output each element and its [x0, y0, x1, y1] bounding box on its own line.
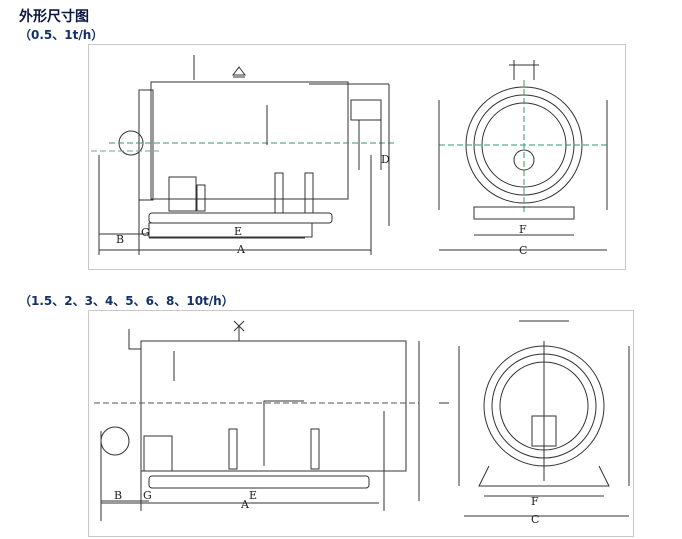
capacity-caption-small: （0.5、1t/h） [19, 28, 104, 42]
boiler-drawing-small: E A B G D F C [91, 55, 609, 257]
drawing-frame-large-boiler: B G E A F C [88, 310, 634, 537]
dim-g: G [143, 489, 152, 502]
capacity-caption-large: （1.5、2、3、4、5、6、8、10t/h） [19, 294, 234, 308]
boiler-drawing-large: B G E A F C [94, 320, 630, 526]
dim-b: B [116, 233, 124, 246]
dim-g: G [141, 226, 150, 239]
dim-b: B [114, 489, 122, 502]
dim-c: C [519, 244, 527, 257]
dim-f: F [531, 495, 539, 508]
dim-c: C [531, 513, 539, 526]
page-title: 外形尺寸图 [19, 9, 89, 25]
dim-a: A [236, 243, 246, 256]
drawing-frame-small-boiler: E A B G D F C [88, 44, 626, 270]
dim-a: A [240, 498, 250, 511]
dim-e: E [249, 489, 257, 502]
dim-e: E [234, 225, 242, 238]
dim-f: F [519, 223, 527, 236]
dim-d: D [381, 153, 390, 166]
